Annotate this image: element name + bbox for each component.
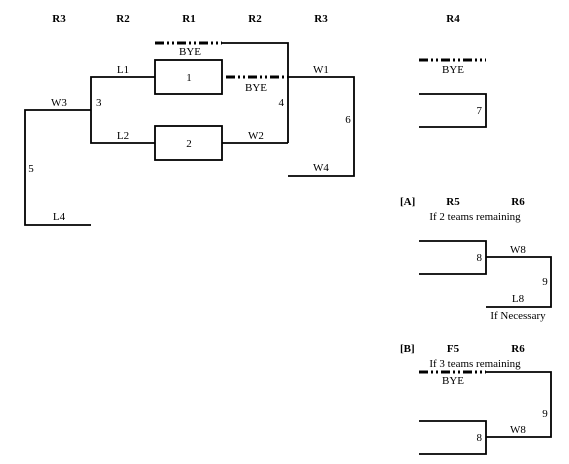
header-r3-left: R3 (52, 13, 66, 25)
game-7-number: 7 (477, 105, 483, 117)
game-2-number: 2 (186, 138, 192, 150)
bracket-game-6 (288, 76, 355, 177)
header-r2-left: R2 (116, 13, 130, 25)
header-r3-right: R3 (314, 13, 328, 25)
game-8-number-b: 8 (477, 432, 483, 444)
game-9-number-b: 9 (542, 408, 548, 420)
bracket-game-8-b (419, 420, 487, 455)
label-w4: W4 (313, 162, 329, 174)
section-a-col2: R6 (511, 196, 525, 208)
label-l2: L2 (117, 130, 129, 142)
header-r1: R1 (182, 13, 195, 25)
game-1-number: 1 (186, 72, 192, 84)
bye-label-top: BYE (179, 46, 201, 58)
bracket-line-w2-top (222, 42, 289, 143)
game-5-number: 5 (28, 163, 34, 175)
section-a-subtitle: If 2 teams remaining (429, 211, 521, 223)
game-3-number: 3 (96, 97, 102, 109)
section-b-subtitle: If 3 teams remaining (429, 358, 521, 370)
label-l4: L4 (53, 211, 66, 223)
label-l8: L8 (512, 293, 525, 305)
bye-label-r4: BYE (442, 64, 464, 76)
game-4-number: 4 (279, 97, 285, 109)
section-a-tag: [A] (400, 196, 415, 208)
game-9-number-a: 9 (542, 276, 548, 288)
bracket-game-7 (419, 93, 487, 128)
game-2-box (154, 125, 223, 161)
section-b-col1: F5 (447, 343, 460, 355)
label-w1: W1 (313, 64, 329, 76)
game-1-box (154, 59, 223, 95)
bracket-game-9-b (486, 371, 552, 438)
game-8-number-a: 8 (477, 252, 483, 264)
section-a-col1: R5 (446, 196, 460, 208)
bye-label-game-1: BYE (245, 82, 267, 94)
label-w8-b: W8 (510, 424, 526, 436)
game-6-number: 6 (345, 114, 351, 126)
header-r2-right: R2 (248, 13, 262, 25)
label-l1: L1 (117, 64, 129, 76)
label-w3: W3 (51, 97, 67, 109)
label-w8-a: W8 (510, 244, 526, 256)
label-w2: W2 (248, 130, 264, 142)
bracket-game-5 (24, 109, 91, 226)
bye-label-b: BYE (442, 375, 464, 387)
header-r4: R4 (446, 13, 460, 25)
section-a-footnote: If Necessary (490, 310, 546, 322)
bracket-game-9-a (486, 256, 552, 308)
section-b-tag: [B] (400, 343, 415, 355)
section-b-col2: R6 (511, 343, 525, 355)
